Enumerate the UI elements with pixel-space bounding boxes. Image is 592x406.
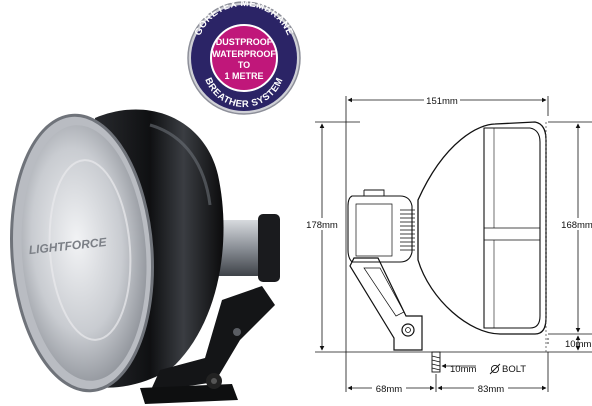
drawing-bracket: [349, 257, 423, 351]
dim-label-bolt: BOLT: [502, 364, 526, 375]
dimension-labels: 151mm 178mm 168mm 10mm 10mm BOLT 68mm 83…: [304, 94, 592, 395]
lamp-bracket: [150, 286, 275, 392]
badge-line-2: WATERPROOF: [212, 49, 276, 59]
drawing-lamp-lens-profile: [483, 127, 541, 329]
bolt-dia-icon: [489, 363, 501, 375]
dim-label-front-depth: 83mm: [478, 384, 504, 395]
technical-drawing: [347, 121, 547, 373]
dim-label-rear-depth: 68mm: [376, 384, 402, 395]
goretex-badge: GORETEX MEMBRANE BREATHER SYSTEM DUSTPRO…: [187, 0, 301, 115]
dim-label-lens-height: 168mm: [561, 220, 592, 231]
dim-label-total-height: 178mm: [306, 220, 338, 231]
drawing-rear-cap: [347, 195, 413, 263]
dim-label-total-width: 151mm: [426, 96, 458, 107]
badge-center: [210, 24, 278, 92]
dimension-lines: [315, 96, 592, 392]
lamp-photo: LIGHTFORCE: [10, 109, 280, 404]
dim-label-base-thickness: 10mm: [565, 339, 591, 350]
badge-line-1: DUSTPROOF: [216, 37, 273, 47]
drawing-heat-fins: [400, 209, 415, 251]
drawing-pivot-bolt: [401, 323, 415, 337]
dim-label-bolt-size: 10mm: [450, 364, 476, 375]
drawing-mount-bolt: [431, 351, 441, 373]
badge-line-3: TO: [238, 60, 250, 70]
badge-line-4: 1 METRE: [224, 71, 263, 81]
